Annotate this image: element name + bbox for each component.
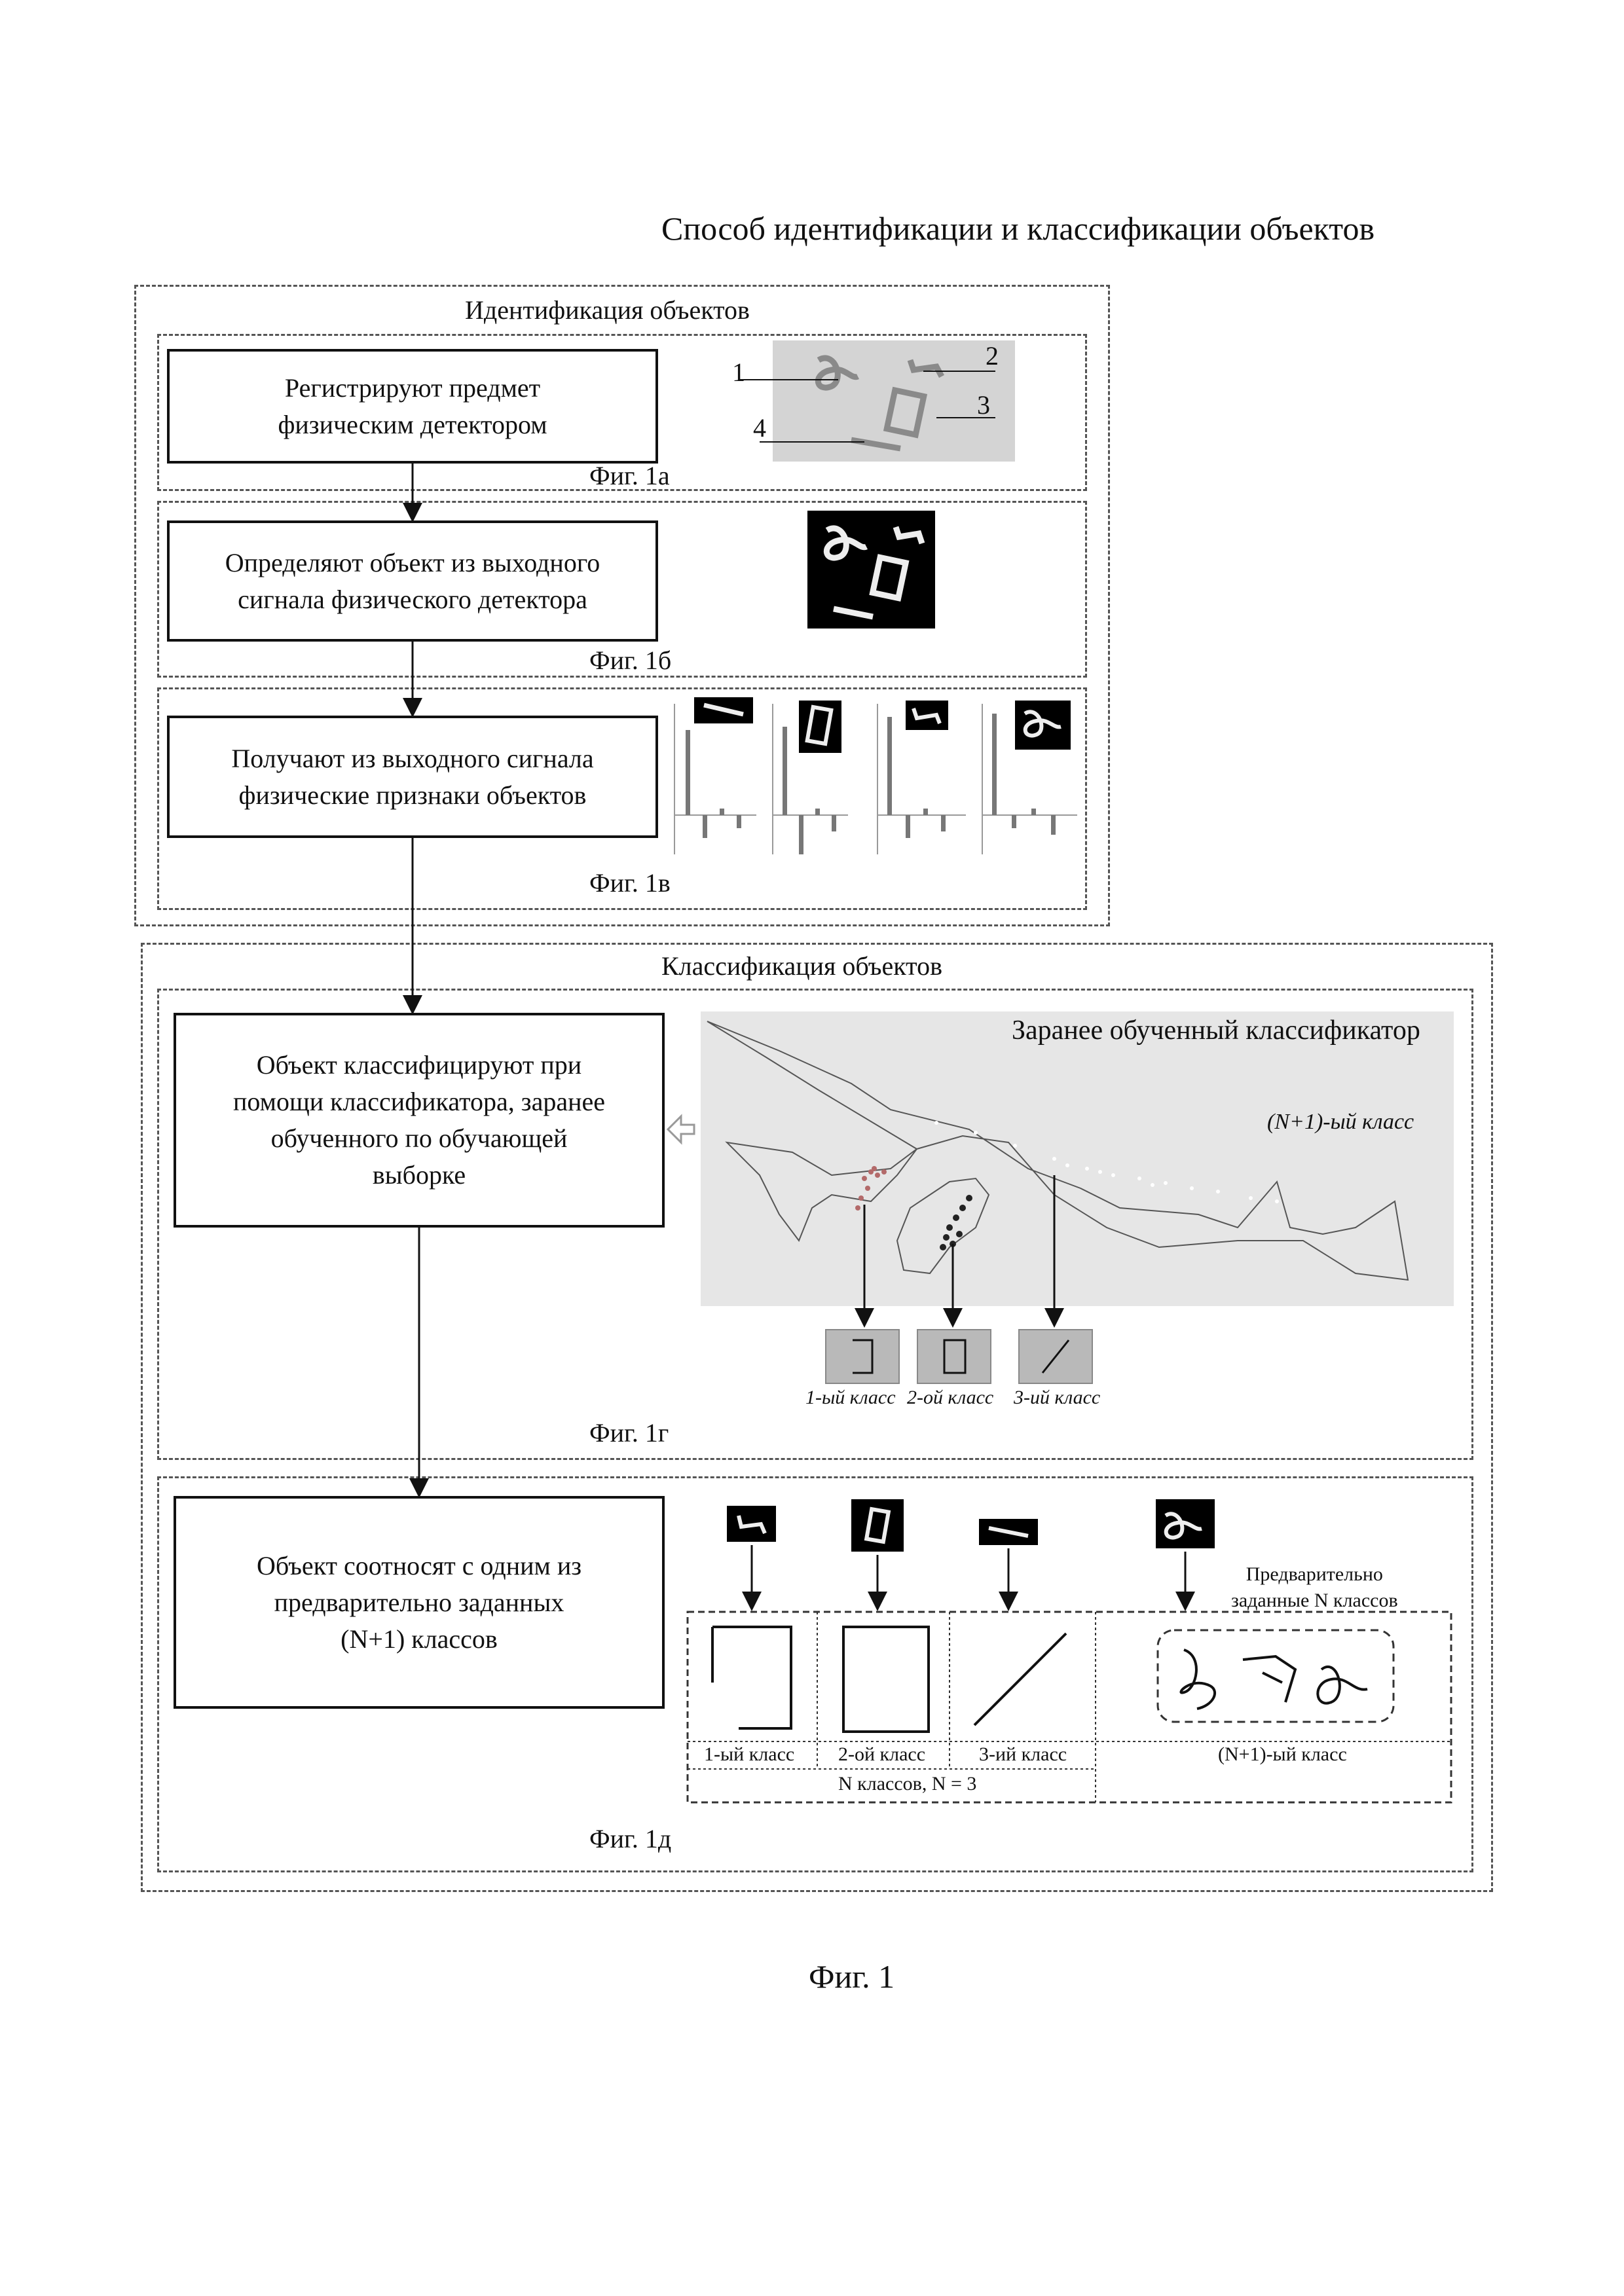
table-extra-class-label: (N+1)-ый класс bbox=[1218, 1743, 1347, 1765]
class-3-caption: 3-ий класс bbox=[1014, 1387, 1101, 1408]
callout-lines bbox=[740, 371, 995, 443]
table-class-2-shape bbox=[842, 1626, 930, 1733]
identification-title: Идентификация объектов bbox=[465, 295, 750, 325]
classifier-panel-title: Заранее обученный классификатор bbox=[1012, 1015, 1420, 1046]
step-assign-box: Объект соотносят с одним из предваритель… bbox=[174, 1496, 665, 1709]
callout-1: 1 bbox=[732, 357, 745, 387]
detector-image bbox=[773, 340, 1015, 462]
callout-3: 3 bbox=[977, 390, 990, 420]
callout-4: 4 bbox=[753, 413, 766, 443]
region-class-2 bbox=[896, 1177, 990, 1275]
table-n-classes-label: N классов, N = 3 bbox=[838, 1773, 977, 1795]
callout-2: 2 bbox=[986, 341, 999, 371]
binary-image bbox=[807, 511, 935, 629]
step-features-box: Получают из выходного сигнала физические… bbox=[167, 716, 658, 838]
points-extra-class bbox=[934, 1121, 1279, 1203]
region-class-1 bbox=[725, 1141, 917, 1243]
table-class-1-shape bbox=[712, 1626, 792, 1730]
class-1-example bbox=[825, 1329, 900, 1384]
object-thumb-bracket bbox=[727, 1506, 776, 1542]
points-class-1 bbox=[855, 1166, 887, 1211]
classifier-panel bbox=[701, 1011, 1454, 1306]
hollow-arrow bbox=[666, 1114, 695, 1145]
object-thumb-loop bbox=[1156, 1499, 1215, 1548]
figure-caption: Фиг. 1 bbox=[809, 1958, 895, 1995]
feature-chart-bracket bbox=[877, 701, 966, 854]
table-class-1-label: 1-ый класс bbox=[704, 1743, 795, 1765]
identification-frame bbox=[134, 285, 1110, 926]
fig-1a-label: Фиг. 1а bbox=[589, 461, 670, 490]
table-class-3-label: 3-ий класс bbox=[979, 1743, 1067, 1765]
step-register-box: Регистрируют предмет физическим детектор… bbox=[167, 349, 658, 464]
fig-1b-label: Фиг. 1б bbox=[589, 646, 672, 675]
fig-1c-frame bbox=[157, 687, 1087, 910]
object-thumb-stick bbox=[979, 1519, 1038, 1545]
class-table bbox=[686, 1611, 1452, 1804]
table-class-3-shape bbox=[973, 1632, 1067, 1726]
predefined-classes-note: Предварительно заданные N классов bbox=[1231, 1563, 1398, 1611]
class-2-caption: 2-ой класс bbox=[907, 1387, 994, 1408]
classification-title: Классификация объектов bbox=[661, 951, 942, 981]
feature-chart-loop bbox=[982, 701, 1077, 854]
object-1-loop bbox=[815, 355, 860, 391]
page-title: Способ идентификации и классификации объ… bbox=[661, 210, 1375, 247]
region-n-plus-1 bbox=[707, 1021, 1409, 1281]
table-class-2-label: 2-ой класс bbox=[838, 1743, 926, 1765]
points-class-2 bbox=[940, 1195, 972, 1250]
object-3-rect bbox=[883, 386, 928, 439]
fig-1c-label: Фиг. 1в bbox=[589, 868, 671, 898]
class-2-example bbox=[917, 1329, 991, 1384]
fig-1b-frame bbox=[157, 501, 1087, 678]
fig-1e-frame bbox=[157, 1476, 1473, 1872]
feature-chart-stick bbox=[674, 697, 756, 854]
classification-frame bbox=[141, 943, 1493, 1892]
object-thumb-rect bbox=[851, 1499, 904, 1552]
class-1-caption: 1-ый класс bbox=[805, 1387, 896, 1408]
class-3-example bbox=[1018, 1329, 1093, 1384]
fig-1d-frame bbox=[157, 989, 1473, 1460]
step-classify-box: Объект классифицируют при помощи классиф… bbox=[174, 1013, 665, 1228]
extra-class-label: (N+1)-ый класс bbox=[1267, 1110, 1414, 1134]
feature-charts bbox=[658, 691, 1084, 864]
table-extra-class-frame bbox=[1156, 1629, 1395, 1723]
fig-1e-label: Фиг. 1д bbox=[589, 1824, 672, 1853]
fig-1d-label: Фиг. 1г bbox=[589, 1418, 669, 1448]
fig-1a-frame bbox=[157, 334, 1087, 491]
feature-chart-rect bbox=[772, 701, 848, 854]
